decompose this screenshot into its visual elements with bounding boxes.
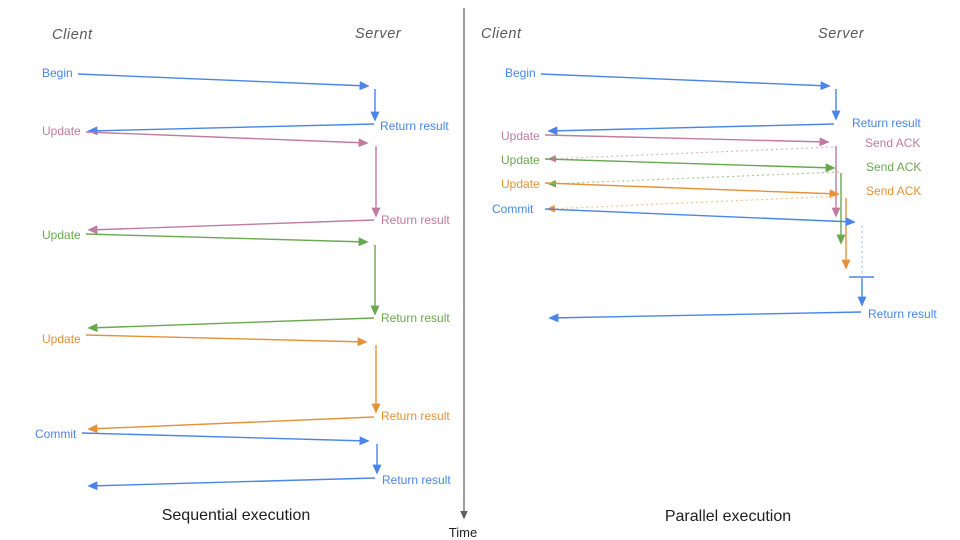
request-arrow — [81, 432, 370, 446]
response-arrow — [547, 123, 835, 136]
client-header-label: Client — [481, 26, 522, 42]
request-arrow — [544, 134, 830, 147]
request-arrow — [544, 158, 836, 173]
message-update-1: Update Return result — [42, 124, 450, 235]
message-update-3: Update Send ACK — [501, 177, 921, 270]
message-begin: Begin Return result — [505, 66, 921, 136]
request-arrow — [544, 208, 856, 227]
message-begin: Begin Return result — [42, 66, 449, 136]
message-label: Update — [42, 332, 81, 346]
panel-title: Parallel execution — [665, 508, 791, 525]
ack-dotted-arrow — [546, 195, 844, 213]
response-label: Return result — [380, 119, 449, 133]
response-label: Return result — [868, 307, 937, 321]
response-arrow — [548, 311, 862, 323]
request-arrow — [85, 233, 369, 247]
response-arrow — [87, 477, 376, 491]
response-arrow — [87, 123, 375, 136]
response-label: Send ACK — [866, 184, 921, 198]
request-arrow — [540, 73, 831, 91]
panel-parallel: Client Server Begin Return result Update… — [481, 26, 937, 525]
message-label: Update — [42, 228, 81, 242]
message-commit: Commit Return result — [35, 427, 451, 491]
message-label: Update — [42, 124, 81, 138]
message-update-2: Update Send ACK — [501, 153, 921, 245]
message-update-1: Update Send ACK — [501, 129, 920, 218]
message-label: Update — [501, 129, 540, 143]
request-arrow — [544, 182, 840, 199]
panel-sequential: Client Server Begin Return result Update… — [35, 26, 451, 524]
message-update-3: Update Return result — [42, 332, 450, 434]
time-axis-label: Time — [449, 525, 477, 540]
server-header-label: Server — [818, 26, 865, 42]
message-label: Update — [501, 153, 540, 167]
response-label: Return result — [852, 116, 921, 130]
message-label: Update — [501, 177, 540, 191]
response-label: Return result — [381, 213, 450, 227]
response-label: Send ACK — [866, 160, 921, 174]
request-arrow — [85, 334, 368, 347]
message-commit: Commit Return result — [492, 202, 937, 323]
request-arrow — [77, 73, 370, 91]
response-label: Return result — [381, 311, 450, 325]
response-arrow — [87, 219, 375, 235]
response-label: Send ACK — [865, 136, 920, 150]
client-header-label: Client — [52, 27, 93, 43]
message-label: Commit — [492, 202, 534, 216]
server-header-label: Server — [355, 26, 402, 42]
response-arrow — [87, 317, 375, 333]
time-axis: Time — [449, 8, 477, 540]
message-update-2: Update Return result — [42, 228, 450, 333]
panel-title: Sequential execution — [162, 507, 311, 524]
response-label: Return result — [382, 473, 451, 487]
message-label: Begin — [42, 66, 73, 80]
response-arrow — [87, 416, 375, 434]
message-label: Begin — [505, 66, 536, 80]
ack-dotted-arrow — [547, 146, 834, 163]
response-label: Return result — [381, 409, 450, 423]
ack-dotted-arrow — [547, 171, 840, 188]
message-label: Commit — [35, 427, 77, 441]
request-arrow — [85, 131, 369, 148]
